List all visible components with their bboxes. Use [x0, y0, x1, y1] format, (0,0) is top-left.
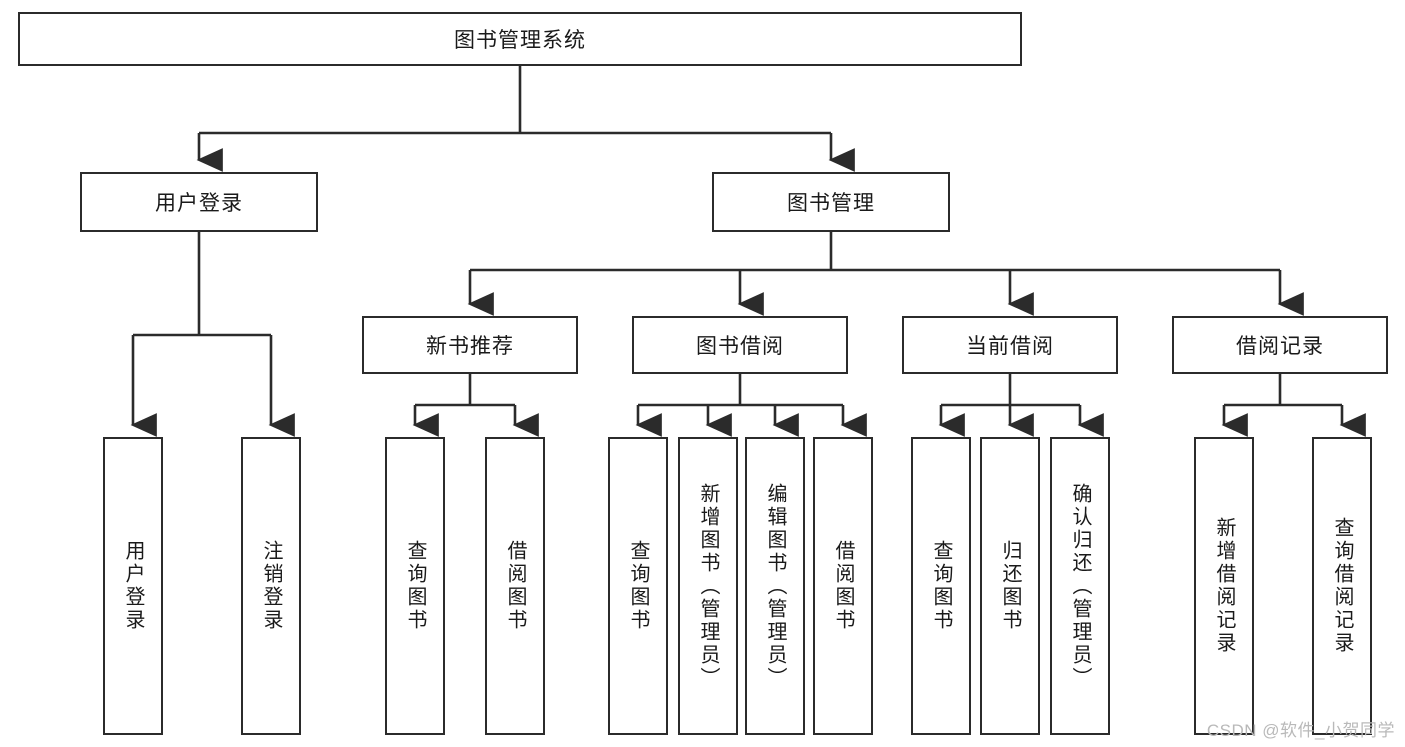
- node-leaf-edit-book[interactable]: 编辑图书（管理员）: [745, 437, 805, 735]
- node-leaf-return-book[interactable]: 归还图书: [980, 437, 1040, 735]
- node-current-borrow[interactable]: 当前借阅: [902, 316, 1118, 374]
- node-label: 确认归还（管理员）: [1069, 482, 1091, 690]
- node-new-book-recommend[interactable]: 新书推荐: [362, 316, 578, 374]
- node-label: 借阅记录: [1236, 335, 1324, 358]
- node-label: 借阅图书: [504, 540, 526, 632]
- node-book-manage[interactable]: 图书管理: [712, 172, 950, 232]
- node-leaf-logout-login[interactable]: 注销登录: [241, 437, 301, 735]
- node-label: 新增图书（管理员）: [697, 482, 719, 690]
- node-label: 新增借阅记录: [1213, 517, 1235, 655]
- node-label: 查询图书: [930, 540, 952, 632]
- node-label: 注销登录: [260, 540, 282, 632]
- node-label: 查询图书: [627, 540, 649, 632]
- node-leaf-borrow-book-2[interactable]: 借阅图书: [813, 437, 873, 735]
- node-label: 当前借阅: [966, 335, 1054, 358]
- node-label: 归还图书: [999, 540, 1021, 632]
- node-label: 查询借阅记录: [1331, 517, 1353, 655]
- node-leaf-query-book-2[interactable]: 查询图书: [608, 437, 668, 735]
- node-leaf-query-book-3[interactable]: 查询图书: [911, 437, 971, 735]
- node-leaf-user-login[interactable]: 用户登录: [103, 437, 163, 735]
- node-leaf-query-book-1[interactable]: 查询图书: [385, 437, 445, 735]
- node-book-borrow[interactable]: 图书借阅: [632, 316, 848, 374]
- node-label: 编辑图书（管理员）: [764, 482, 786, 690]
- node-leaf-add-record[interactable]: 新增借阅记录: [1194, 437, 1254, 735]
- node-label: 用户登录: [155, 192, 243, 215]
- node-label: 用户登录: [122, 540, 144, 632]
- node-label: 借阅图书: [832, 540, 854, 632]
- csdn-watermark: CSDN @软件_小贺同学: [1206, 721, 1395, 740]
- node-label: 新书推荐: [426, 335, 514, 358]
- node-user-login[interactable]: 用户登录: [80, 172, 318, 232]
- node-borrow-record[interactable]: 借阅记录: [1172, 316, 1388, 374]
- node-leaf-confirm-return[interactable]: 确认归还（管理员）: [1050, 437, 1110, 735]
- node-leaf-add-book[interactable]: 新增图书（管理员）: [678, 437, 738, 735]
- node-leaf-borrow-book-1[interactable]: 借阅图书: [485, 437, 545, 735]
- node-label: 图书管理系统: [454, 29, 586, 52]
- node-label: 图书借阅: [696, 335, 784, 358]
- node-leaf-query-record[interactable]: 查询借阅记录: [1312, 437, 1372, 735]
- node-root-system[interactable]: 图书管理系统: [18, 12, 1022, 66]
- node-label: 查询图书: [404, 540, 426, 632]
- node-label: 图书管理: [787, 192, 875, 215]
